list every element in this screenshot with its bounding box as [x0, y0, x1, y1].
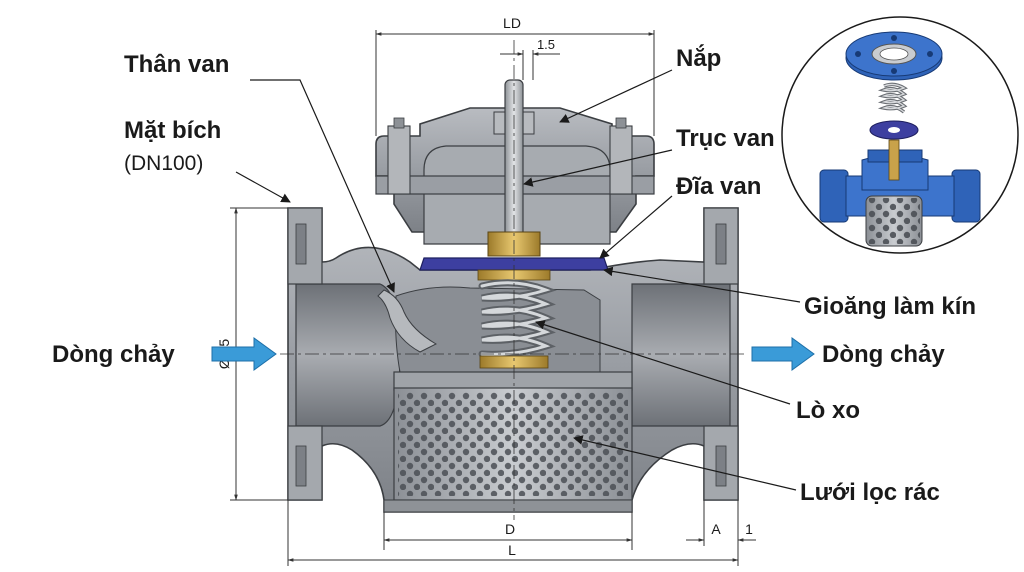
- label-cover: Nắp: [676, 44, 721, 72]
- flow-out-arrow: [751, 337, 815, 371]
- label-strainer: Lưới lọc rác: [800, 479, 940, 506]
- label-stem: Trục van: [676, 125, 775, 152]
- inset-cover-flange: [845, 31, 943, 81]
- inset-valve-body: [819, 139, 981, 247]
- strainer-screen: [383, 371, 633, 513]
- inset-spring: [877, 82, 908, 114]
- leader-lines: [235, 69, 801, 491]
- centerlines: [230, 40, 745, 520]
- label-gasket: Gioăng làm kín: [804, 293, 976, 320]
- dim-strainer-width: D: [505, 521, 515, 537]
- dim-flange-thickness: A: [711, 521, 721, 537]
- label-flow-in: Dòng chảy: [52, 341, 175, 368]
- dim-top-width: LD: [503, 15, 521, 31]
- exploded-view-inset: [781, 16, 1019, 254]
- valve-spring: [478, 279, 557, 358]
- label-flow-out: Dòng chảy: [822, 341, 945, 368]
- label-valve-body: Thân van: [124, 51, 229, 78]
- label-disc: Đĩa van: [676, 173, 761, 200]
- label-flange: Mặt bích: [124, 117, 221, 144]
- label-flange-size: (DN100): [124, 152, 203, 175]
- label-spring: Lò xo: [796, 397, 860, 424]
- dim-overall-length: L: [508, 542, 516, 558]
- dimension-lines: [230, 30, 756, 566]
- dim-flange-gap: 1: [745, 521, 753, 537]
- inset-gasket: [869, 120, 919, 140]
- dim-offset: 1.5: [537, 37, 555, 52]
- flow-in-arrow: [211, 337, 277, 371]
